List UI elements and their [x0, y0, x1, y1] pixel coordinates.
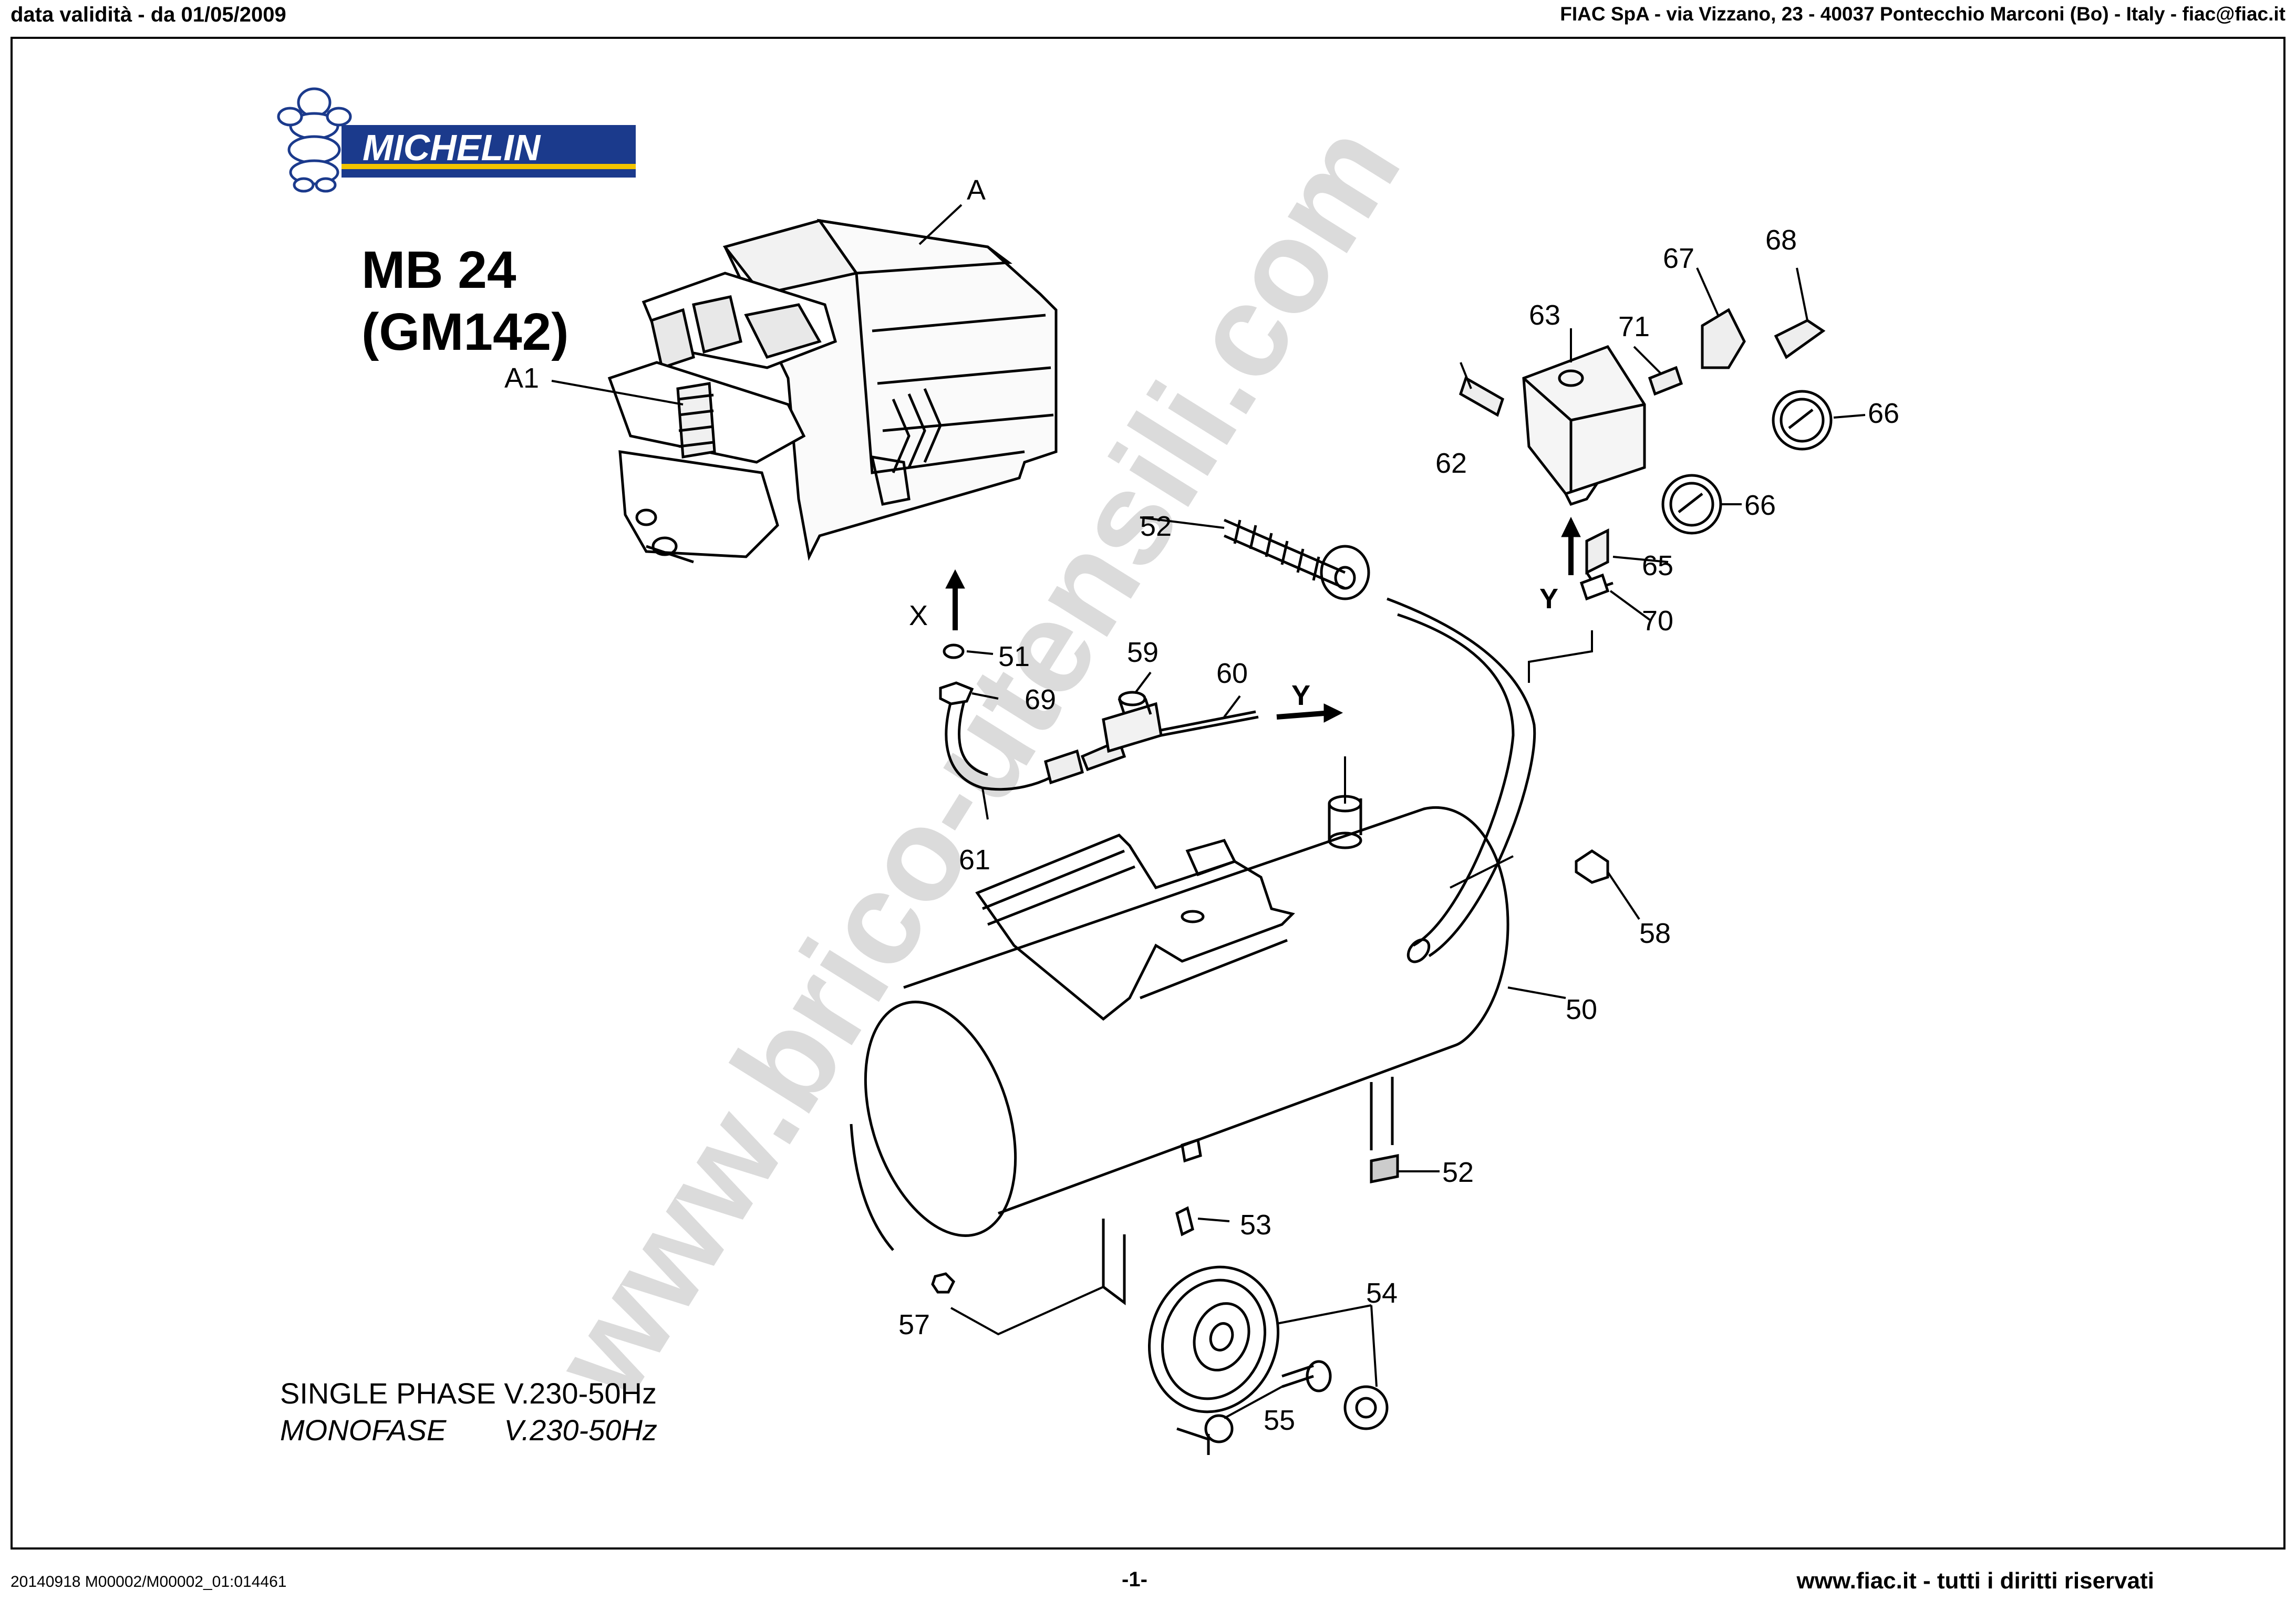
header-company-address: FIAC SpA - via Vizzano, 23 - 40037 Ponte… — [1560, 3, 2285, 25]
bibendum-icon — [277, 87, 352, 193]
footer-website-link[interactable]: www.fiac.it - tutti i diritti riservati — [1796, 1568, 2154, 1594]
callout-X: X — [909, 600, 928, 631]
callout-62: 62 — [1435, 448, 1467, 479]
discharge-pipe — [1387, 597, 1536, 963]
callout-A: A — [967, 174, 986, 206]
callout-50: 50 — [1566, 994, 1597, 1025]
callout-52a: 52 — [1140, 511, 1172, 542]
callout-labels: A A1 X 51 69 59 60 Y 61 52 62 63 71 67 6… — [504, 174, 1899, 1436]
nonreturn-valve-group — [939, 643, 1259, 791]
drawing-frame — [11, 37, 2285, 1550]
model-title: MB 24 (GM142) — [361, 239, 569, 363]
michelin-logo: MICHELIN — [277, 87, 636, 193]
pump-motor-group — [607, 219, 1058, 564]
pump-bracket — [975, 834, 1295, 1021]
callout-68: 68 — [1765, 224, 1797, 256]
callout-A1: A1 — [504, 362, 539, 394]
air-tank — [850, 795, 1509, 1305]
phase-italian-value: V.230-50Hz — [504, 1413, 657, 1447]
callout-57: 57 — [898, 1309, 930, 1340]
callout-70: 70 — [1642, 605, 1673, 637]
callout-63: 63 — [1529, 299, 1560, 331]
callout-65: 65 — [1642, 550, 1673, 581]
direction-arrows — [945, 516, 1581, 723]
callout-61: 61 — [959, 844, 990, 876]
callout-Y-side: Y — [1539, 583, 1558, 615]
callout-54: 54 — [1366, 1277, 1398, 1309]
phase-italian-label: MONOFASE — [280, 1413, 447, 1447]
callout-66a: 66 — [1868, 398, 1899, 429]
wheel-group — [931, 849, 1609, 1455]
callout-59: 59 — [1127, 637, 1159, 668]
callout-53: 53 — [1240, 1209, 1271, 1241]
callout-51: 51 — [998, 641, 1030, 672]
callout-71: 71 — [1618, 311, 1650, 342]
phase-english: SINGLE PHASE V.230-50Hz — [280, 1377, 657, 1410]
damper-spring — [1224, 518, 1370, 600]
phase-italian: MONOFASE V.230-50Hz — [280, 1413, 657, 1447]
callout-66b: 66 — [1744, 490, 1776, 521]
callout-69: 69 — [1025, 684, 1056, 715]
callout-52b: 52 — [1442, 1157, 1474, 1188]
logo-text: MICHELIN — [363, 127, 541, 168]
callout-60: 60 — [1216, 658, 1248, 689]
callout-55: 55 — [1264, 1405, 1295, 1436]
leader-lines — [551, 204, 1866, 1419]
callout-67: 67 — [1663, 243, 1694, 274]
callout-58: 58 — [1639, 918, 1671, 949]
footer-document-code: 20140918 M00002/M00002_01:014461 — [11, 1573, 287, 1590]
model-code: (GM142) — [361, 303, 569, 361]
model-name: MB 24 — [361, 241, 516, 299]
footer-page-number: -1- — [1122, 1568, 1147, 1591]
callout-Y-top: Y — [1291, 680, 1310, 711]
header-validity-date: data validità - da 01/05/2009 — [11, 3, 286, 26]
